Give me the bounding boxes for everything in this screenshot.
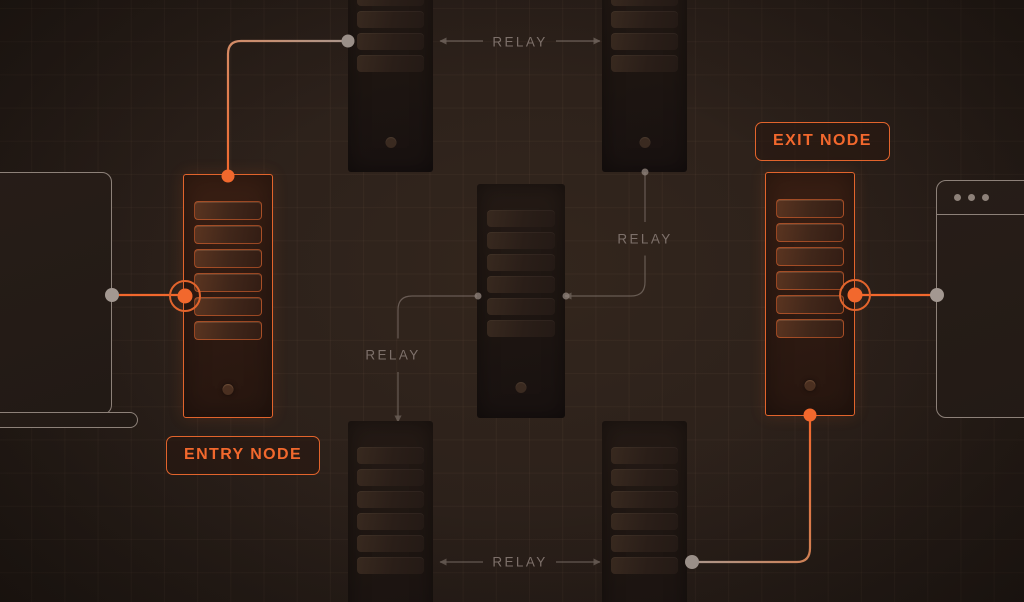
rack-slots bbox=[611, 447, 678, 574]
rack-slot bbox=[611, 491, 678, 508]
connector-dot-exit-out bbox=[847, 287, 863, 303]
rack-center[interactable] bbox=[477, 184, 565, 418]
client-laptop-base bbox=[0, 412, 138, 428]
rack-bottom-left[interactable] bbox=[348, 421, 433, 602]
connector-dot-center-left bbox=[474, 292, 482, 300]
connector-dot-client bbox=[105, 288, 119, 302]
rack-slots bbox=[357, 0, 424, 72]
rack-slot bbox=[357, 447, 424, 464]
link-entry-topleft bbox=[226, 39, 350, 178]
rack-slot bbox=[357, 33, 424, 50]
connector-dot-bottom-right-rack bbox=[685, 555, 699, 569]
rack-slot bbox=[357, 0, 424, 6]
rack-slot bbox=[357, 557, 424, 574]
relay-label-top: RELAY bbox=[492, 34, 548, 50]
rack-slot bbox=[611, 513, 678, 530]
rack-slot bbox=[486, 298, 556, 315]
rack-status-led bbox=[639, 137, 650, 148]
connector-dot-server bbox=[930, 288, 944, 302]
connector-dot-entry-in bbox=[177, 288, 193, 304]
connector-ring-exit bbox=[839, 279, 871, 311]
rack-slot bbox=[775, 199, 845, 218]
relay-label-bottom: RELAY bbox=[492, 554, 548, 570]
rack-slot bbox=[775, 271, 845, 290]
rack-slot bbox=[193, 249, 263, 268]
rack-slot bbox=[357, 491, 424, 508]
rack-slot bbox=[486, 276, 556, 293]
rack-slot bbox=[611, 55, 678, 72]
window-dot-icon bbox=[968, 194, 975, 201]
exit-node-badge[interactable]: EXIT NODE bbox=[755, 122, 890, 161]
rack-slots bbox=[775, 199, 845, 338]
rack-slot bbox=[357, 11, 424, 28]
rack-bottom-right[interactable] bbox=[602, 421, 687, 602]
connector-ring-entry bbox=[169, 280, 201, 312]
relay-label-right-upper: RELAY bbox=[617, 231, 673, 247]
rack-slots bbox=[357, 447, 424, 574]
rack-status-led bbox=[222, 384, 234, 395]
rack-slot bbox=[193, 297, 263, 316]
rack-slot bbox=[611, 33, 678, 50]
rack-slot bbox=[611, 469, 678, 486]
rack-slot bbox=[611, 447, 678, 464]
rack-slot bbox=[357, 535, 424, 552]
rack-slot bbox=[486, 232, 556, 249]
rack-slot bbox=[193, 273, 263, 292]
rack-slot bbox=[611, 0, 678, 6]
rack-slot bbox=[357, 55, 424, 72]
entry-node-badge[interactable]: ENTRY NODE bbox=[166, 436, 321, 475]
rack-slot bbox=[775, 223, 845, 242]
rack-slots bbox=[486, 210, 556, 337]
rack-slot bbox=[193, 321, 263, 340]
rack-entry-node[interactable] bbox=[183, 174, 273, 418]
link-bottomright-exit bbox=[690, 413, 812, 564]
connector-dot-center-right bbox=[562, 292, 570, 300]
connector-dot-top-right-rack bbox=[641, 168, 649, 176]
rack-top-left[interactable] bbox=[348, 0, 433, 172]
rack-top-right[interactable] bbox=[602, 0, 687, 172]
connector-dot-top-left-rack bbox=[341, 34, 355, 48]
rack-slot bbox=[486, 320, 556, 337]
rack-slot bbox=[775, 247, 845, 266]
rack-slot bbox=[611, 557, 678, 574]
rack-slot bbox=[193, 225, 263, 244]
window-dot-icon bbox=[954, 194, 961, 201]
rack-slot bbox=[486, 254, 556, 271]
connector-dot-entry-top bbox=[221, 169, 235, 183]
rack-exit-node[interactable] bbox=[765, 172, 855, 416]
rack-slot bbox=[486, 210, 556, 227]
rack-status-led bbox=[804, 380, 816, 391]
rack-status-led bbox=[515, 382, 527, 393]
rack-slot bbox=[775, 319, 845, 338]
connector-dot-exit-bottom bbox=[803, 408, 817, 422]
rack-slot bbox=[611, 535, 678, 552]
rack-slots bbox=[611, 0, 678, 72]
rack-status-led bbox=[385, 137, 396, 148]
rack-slot bbox=[357, 513, 424, 530]
client-laptop-screen[interactable] bbox=[0, 172, 112, 415]
rack-slot bbox=[611, 11, 678, 28]
browser-title-bar bbox=[937, 181, 1024, 215]
rack-slot bbox=[193, 201, 263, 220]
link-center-left-a bbox=[397, 295, 479, 339]
rack-slot bbox=[357, 469, 424, 486]
relay-label-center-left: RELAY bbox=[365, 347, 421, 363]
link-topright-down-b bbox=[564, 255, 646, 300]
destination-browser-window[interactable] bbox=[936, 180, 1024, 418]
rack-slots bbox=[193, 201, 263, 340]
window-dot-icon bbox=[982, 194, 989, 201]
